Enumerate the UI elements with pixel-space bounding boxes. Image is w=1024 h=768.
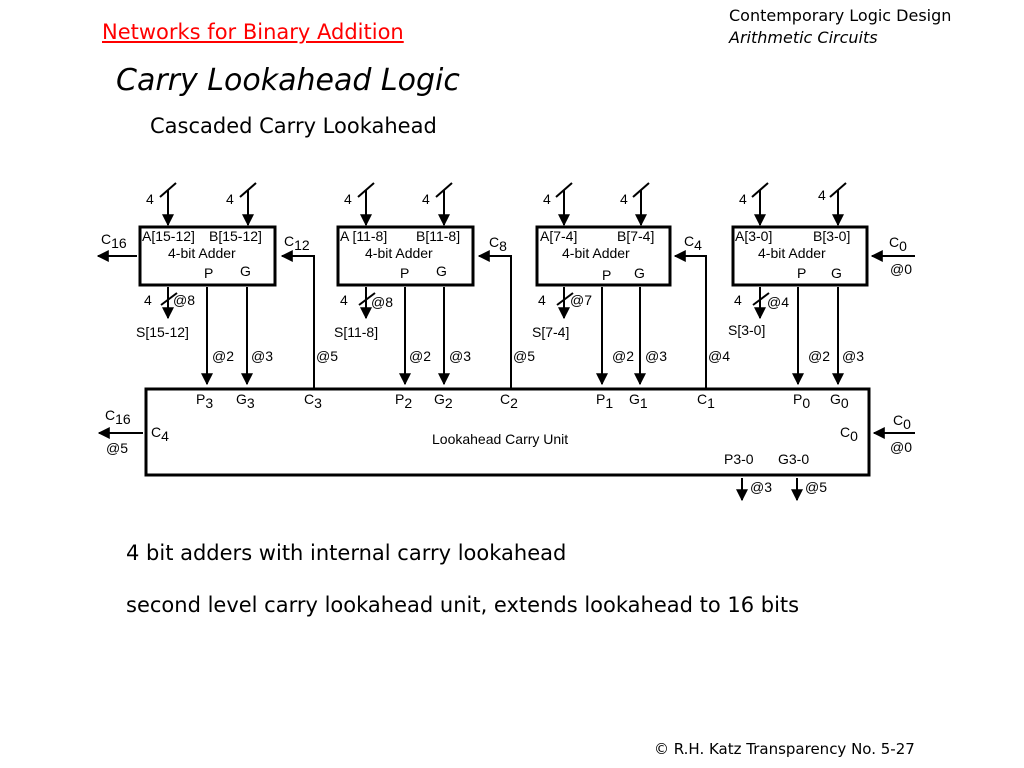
input-a-width: 4 (739, 191, 747, 207)
input-b-width: 4 (422, 191, 430, 207)
chapter-title: Arithmetic Circuits (729, 28, 878, 47)
sum-label: S[11-8] (334, 324, 378, 340)
g-delay: @3 (251, 348, 273, 364)
adder-name: 4-bit Adder (168, 245, 236, 261)
p-delay: @2 (212, 348, 234, 364)
g-delay: @3 (645, 348, 667, 364)
sum-delay: @8 (371, 294, 393, 310)
p-delay: @2 (612, 348, 634, 364)
carry-c0-delay: @0 (890, 261, 912, 277)
page-subtitle: Cascaded Carry Lookahead (150, 114, 437, 138)
adder-g-label: G (436, 263, 447, 279)
lcu-port-g0: G0 (830, 391, 849, 411)
adder-a-label: A[3-0] (735, 228, 772, 244)
lcu-name: Lookahead Carry Unit (432, 431, 568, 447)
carry-out-label: C16 (101, 231, 127, 251)
p-delay: @2 (409, 348, 431, 364)
lcu-port-c4: C4 (151, 424, 169, 444)
lcu-port-c1: C1 (697, 391, 715, 411)
adder-g-label: G (240, 263, 251, 279)
sum-delay: @8 (173, 292, 195, 308)
input-b-width: 4 (226, 191, 234, 207)
sum-delay: @4 (767, 294, 789, 310)
course-title: Contemporary Logic Design (729, 6, 952, 25)
lcu-c0-in-delay: @0 (890, 439, 912, 455)
lcu-port-p1: P1 (596, 391, 613, 411)
sum-width: 4 (734, 292, 742, 308)
p-delay: @2 (808, 348, 830, 364)
adder-b-label: B[3-0] (813, 228, 850, 244)
lcu-box (144, 387, 871, 477)
adder-name: 4-bit Adder (365, 245, 433, 261)
carry-c12-label: C12 (284, 233, 310, 253)
carry-c4-delay: @4 (708, 348, 730, 364)
lcu-c0-in-label: C0 (893, 412, 911, 432)
adder-box (138, 225, 277, 287)
lcu-port-p3: P3 (196, 391, 213, 411)
adder-box (731, 225, 869, 287)
input-b-width: 4 (818, 187, 826, 203)
adder-p-label: P (797, 265, 806, 281)
section-link[interactable]: Networks for Binary Addition (102, 20, 404, 44)
carry-c8-delay: @5 (513, 348, 535, 364)
page-title: Carry Lookahead Logic (116, 63, 460, 98)
bullet-1: 4 bit adders with internal carry lookahe… (126, 541, 567, 565)
sum-width: 4 (538, 292, 546, 308)
bullet-2: second level carry lookahead unit, exten… (126, 593, 800, 617)
adder-3-0: 4 4 A[3-0] B[3-0] 4-bit Adder P G 4 @4 S… (728, 182, 869, 386)
adder-11-8: 4 4 A [11-8] B[11-8] 4-bit Adder P G 4 @… (334, 182, 475, 386)
g-delay: @3 (449, 348, 471, 364)
lcu-port-g1: G1 (629, 391, 648, 411)
g-delay: @3 (842, 348, 864, 364)
lcu-port-c2: C2 (500, 391, 518, 411)
adder-p-label: P (602, 267, 611, 283)
sum-label: S[15-12] (136, 324, 189, 340)
lcu-p-out-delay: @3 (750, 479, 772, 495)
adder-b-label: B[15-12] (209, 228, 262, 244)
carry-c4-label: C4 (684, 233, 702, 253)
adder-a-label: A[15-12] (142, 228, 195, 244)
sum-width: 4 (340, 292, 348, 308)
lookahead-carry-unit: P3 G3 C3 P2 G2 C2 P1 G1 C1 P0 G0 Lookahe… (144, 387, 871, 477)
footer: © R.H. Katz Transparency No. 5-27 (654, 740, 915, 758)
input-a-width: 4 (344, 191, 352, 207)
lcu-g-out-delay: @5 (805, 479, 827, 495)
adder-name: 4-bit Adder (758, 245, 826, 261)
lcu-p-out-label: P3-0 (724, 451, 754, 467)
adder-p-label: P (400, 265, 409, 281)
lcu-port-p2: P2 (395, 391, 412, 411)
adder-15-12: 4 4 A[15-12] B[15-12] 4-bit Adder P G 4 … (96, 182, 277, 386)
adder-g-label: G (831, 265, 842, 281)
adder-box (535, 225, 672, 287)
lcu-c16-delay: @5 (106, 440, 128, 456)
carry-c8-label: C8 (489, 234, 507, 254)
input-b-width: 4 (620, 191, 628, 207)
sum-delay: @7 (570, 292, 592, 308)
adder-a-label: A [11-8] (340, 228, 387, 244)
carry-c0-label: C0 (889, 234, 907, 254)
sum-label: S[3-0] (728, 322, 765, 338)
lcu-port-g2: G2 (434, 391, 453, 411)
adder-a-label: A[7-4] (540, 228, 577, 244)
lcu-port-c3: C3 (304, 391, 322, 411)
input-a-width: 4 (146, 191, 154, 207)
adder-name: 4-bit Adder (562, 245, 630, 261)
lcu-port-g3: G3 (236, 391, 255, 411)
sum-label: S[7-4] (532, 324, 569, 340)
adder-b-label: B[11-8] (416, 228, 460, 244)
lcu-g-out-label: G3-0 (778, 451, 809, 467)
adder-b-label: B[7-4] (617, 228, 654, 244)
carry-c12-delay: @5 (316, 348, 338, 364)
adder-p-label: P (204, 265, 213, 281)
lcu-port-c0: C0 (840, 424, 858, 444)
sum-width: 4 (144, 292, 152, 308)
adder-7-4: 4 4 A[7-4] B[7-4] 4-bit Adder P G 4 @7 S… (532, 182, 672, 386)
input-a-width: 4 (543, 191, 551, 207)
adder-g-label: G (634, 265, 645, 281)
lcu-c16-label: C16 (105, 407, 131, 427)
adder-box (336, 225, 475, 287)
lcu-port-p0: P0 (793, 391, 810, 411)
